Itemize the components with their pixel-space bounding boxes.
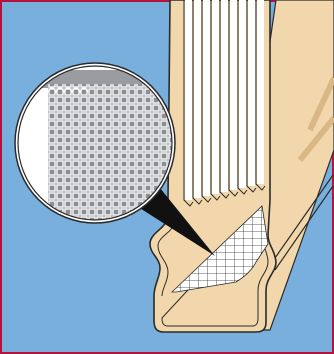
page-leaf-face	[185, 0, 192, 200]
page-leaf-face	[230, 0, 237, 190]
page-block	[184, 0, 265, 206]
page-leaf-face	[239, 0, 246, 188]
page-leaf-face	[194, 0, 201, 198]
page-leaf-face	[212, 0, 219, 194]
page-leaf-face	[221, 0, 228, 192]
page-leaf-face	[203, 0, 210, 196]
page-leaf-face	[248, 0, 255, 186]
page-leaf-face	[257, 0, 264, 184]
